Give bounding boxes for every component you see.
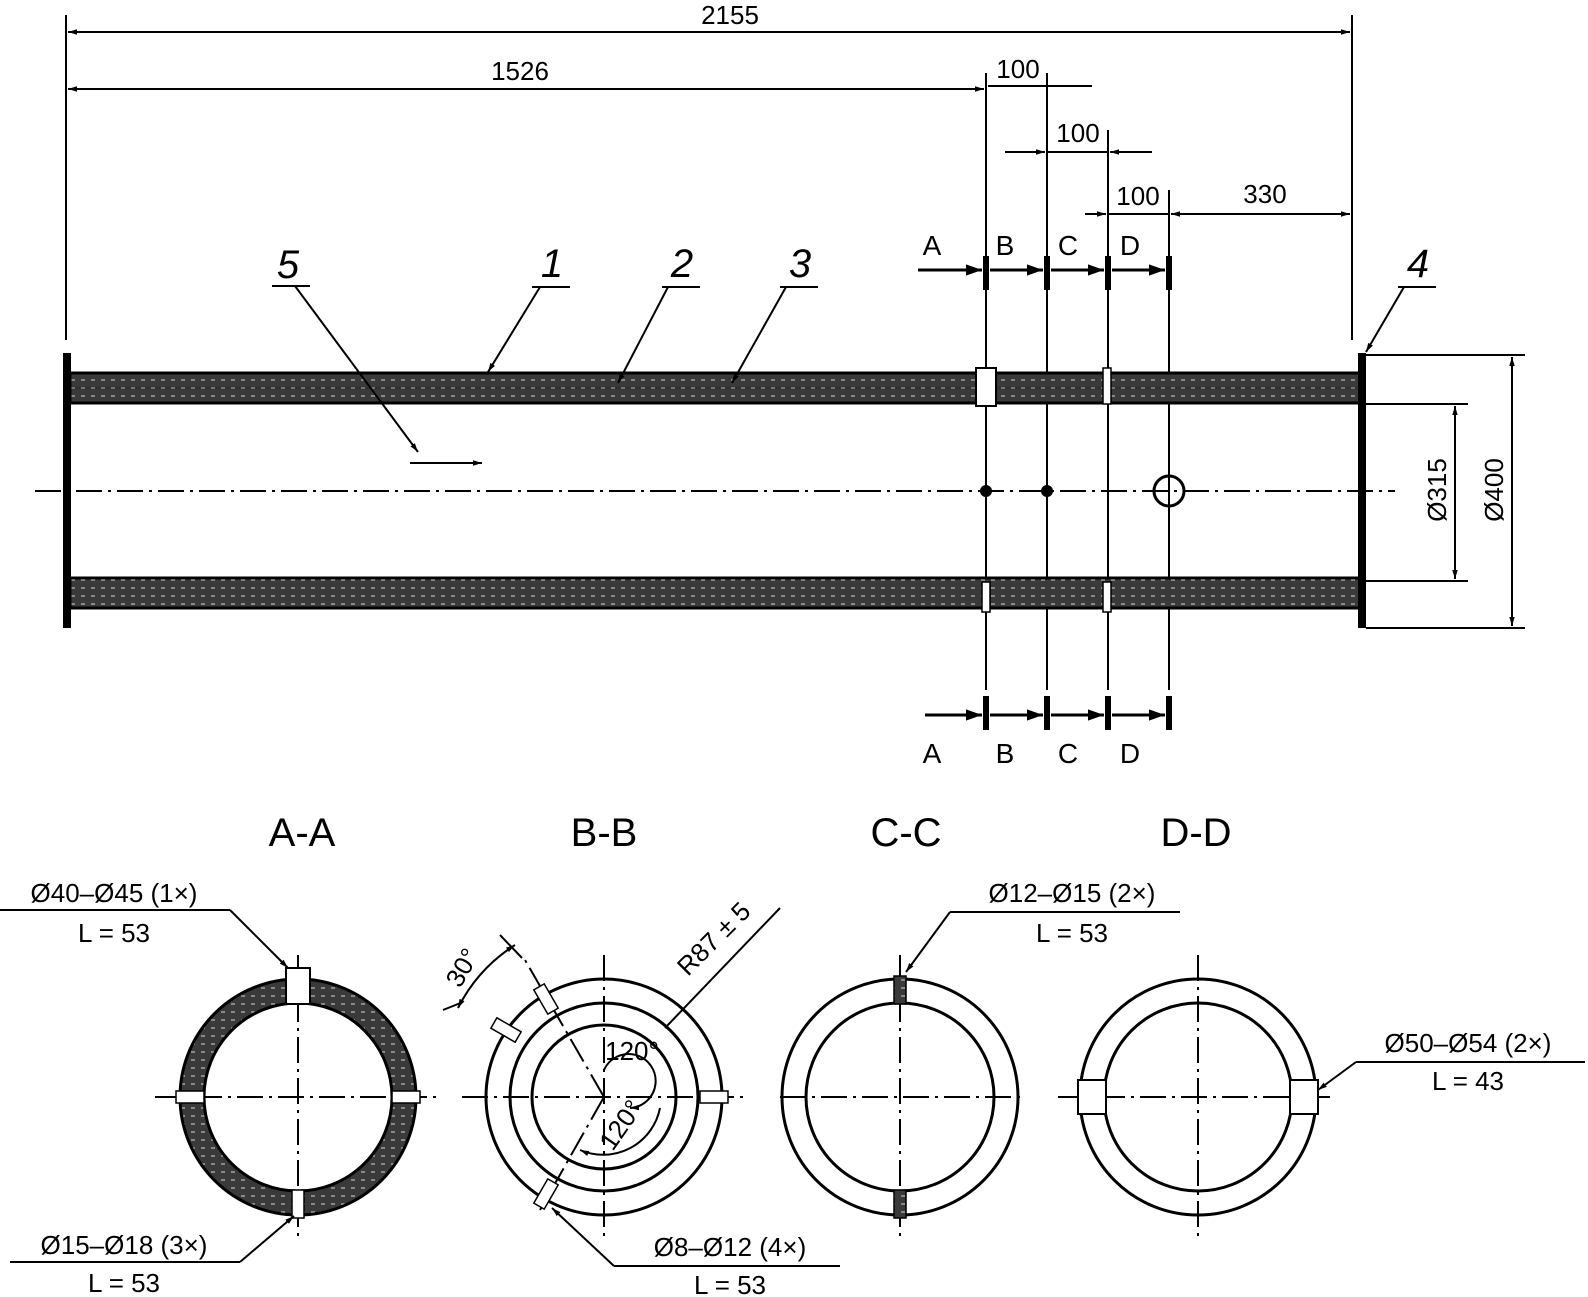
section-aa-top-length: L = 53 bbox=[78, 918, 150, 948]
dimension-bc-label: 100 bbox=[1056, 118, 1099, 148]
section-bb-ray-30 bbox=[524, 959, 605, 1098]
section-markers-top: A B C D bbox=[918, 230, 1172, 290]
section-cc-top-leader bbox=[905, 911, 951, 973]
section-aa-hole-top bbox=[285, 967, 311, 1005]
section-bb-hole-right bbox=[699, 1090, 729, 1104]
section-mark-d-top: D bbox=[1120, 230, 1140, 261]
section-bb-bottom-note: Ø8–Ø12 (4×) bbox=[654, 1232, 806, 1262]
section-mark-d-bottom: D bbox=[1120, 738, 1140, 769]
main-view: 2155 1526 100 100 100 330 bbox=[35, 0, 1525, 769]
dimension-total-label: 2155 bbox=[701, 0, 759, 30]
hole-c-bottom bbox=[1102, 581, 1112, 613]
leader-5: 5 bbox=[272, 243, 419, 453]
section-aa-hole-right bbox=[391, 1090, 421, 1104]
leader-3: 3 bbox=[731, 242, 818, 384]
section-bb-bottom-length: L = 53 bbox=[694, 1270, 766, 1297]
section-aa-hole-left bbox=[175, 1090, 205, 1104]
section-bb-title: B-B bbox=[571, 811, 638, 855]
section-cc-hole-top bbox=[893, 975, 907, 1005]
pipe-wall-top bbox=[68, 371, 1362, 405]
section-cc-title: C-C bbox=[870, 811, 941, 855]
leader-1: 1 bbox=[487, 242, 570, 373]
pipe-wall-bottom bbox=[68, 576, 1362, 610]
leader-3-label: 3 bbox=[789, 242, 811, 286]
dimension-cd-label: 100 bbox=[1116, 181, 1159, 211]
section-mark-b-top: B bbox=[996, 230, 1015, 261]
hole-a-bottom bbox=[981, 581, 991, 613]
dimension-end-label: 330 bbox=[1243, 179, 1286, 209]
section-dd: D-D Ø50–Ø54 (2×) L = 43 bbox=[1058, 811, 1585, 1240]
section-aa-bottom-leader bbox=[239, 1215, 295, 1263]
section-bb-radius: R87 ± 5 bbox=[671, 896, 756, 981]
marker-circle-d bbox=[1152, 474, 1186, 508]
inner-diameter-label: Ø315 bbox=[1422, 458, 1452, 522]
section-bb-radius-leader bbox=[664, 907, 781, 1029]
section-aa-top-note: Ø40–Ø45 (1×) bbox=[31, 878, 198, 908]
section-bb-hole-left bbox=[489, 1016, 523, 1044]
leader-5-label: 5 bbox=[277, 243, 300, 287]
section-dd-hole-left bbox=[1077, 1079, 1107, 1115]
section-mark-c-top: C bbox=[1058, 230, 1078, 261]
hole-a-top bbox=[975, 367, 997, 407]
leader-4-label: 4 bbox=[1407, 242, 1429, 286]
section-markers-bottom: A B C D bbox=[923, 696, 1172, 769]
outer-diameter-label: Ø400 bbox=[1479, 458, 1509, 522]
section-cc-top-length: L = 53 bbox=[1036, 918, 1108, 948]
section-bb-hole-lower bbox=[532, 1177, 560, 1211]
section-bb-angle-30-arc bbox=[457, 944, 516, 1009]
section-bb-angle-120a-arc bbox=[603, 1053, 657, 1111]
section-bb-bottom-leader bbox=[551, 1207, 615, 1267]
section-dd-title: D-D bbox=[1160, 811, 1231, 855]
leader-2: 2 bbox=[617, 242, 700, 384]
section-cc-top-note: Ø12–Ø15 (2×) bbox=[989, 878, 1156, 908]
section-cc-hole-bottom bbox=[893, 1189, 907, 1219]
section-cc: C-C Ø12–Ø15 (2×) L = 53 bbox=[780, 811, 1180, 1240]
section-mark-c-bottom: C bbox=[1058, 738, 1078, 769]
section-aa-top-leader bbox=[229, 909, 289, 969]
section-aa-title: A-A bbox=[269, 811, 336, 855]
section-dd-side-leader bbox=[1317, 1061, 1357, 1091]
marker-dot-b bbox=[1041, 485, 1053, 497]
leader-2-label: 2 bbox=[670, 242, 693, 286]
section-mark-b-bottom: B bbox=[996, 738, 1015, 769]
section-aa-bottom-note: Ø15–Ø18 (3×) bbox=[41, 1230, 208, 1260]
section-dd-side-note: Ø50–Ø54 (2×) bbox=[1385, 1028, 1552, 1058]
section-bb-angle-120a: 120° bbox=[605, 1036, 659, 1066]
marker-dot-a bbox=[980, 485, 992, 497]
section-aa: A-A Ø40–Ø45 (1×) L = 53 Ø15–Ø18 (3×) L =… bbox=[0, 811, 440, 1297]
section-bb-angle-30: 30° bbox=[439, 943, 485, 992]
section-dd-side-length: L = 43 bbox=[1432, 1066, 1504, 1096]
leader-1-label: 1 bbox=[541, 242, 563, 286]
section-aa-bottom-length: L = 53 bbox=[88, 1268, 160, 1297]
section-dd-hole-right bbox=[1289, 1079, 1319, 1115]
section-mark-a-bottom: A bbox=[923, 738, 942, 769]
section-aa-hole-bottom bbox=[291, 1189, 305, 1219]
section-bb-ray-240 bbox=[539, 1096, 605, 1211]
section-bb-angle-120b-arc bbox=[579, 1107, 661, 1157]
dimension-to-a-label: 1526 bbox=[491, 56, 549, 86]
dimension-ab-label: 100 bbox=[996, 54, 1039, 84]
section-bb-hole-upper bbox=[532, 982, 560, 1016]
section-bb: B-B 30° 120° 120° R87 ± 5 Ø8–Ø12 (4×) L … bbox=[439, 811, 840, 1297]
section-mark-a-top: A bbox=[923, 230, 942, 261]
hole-c-top bbox=[1102, 367, 1112, 405]
leader-4: 4 bbox=[1365, 242, 1436, 353]
